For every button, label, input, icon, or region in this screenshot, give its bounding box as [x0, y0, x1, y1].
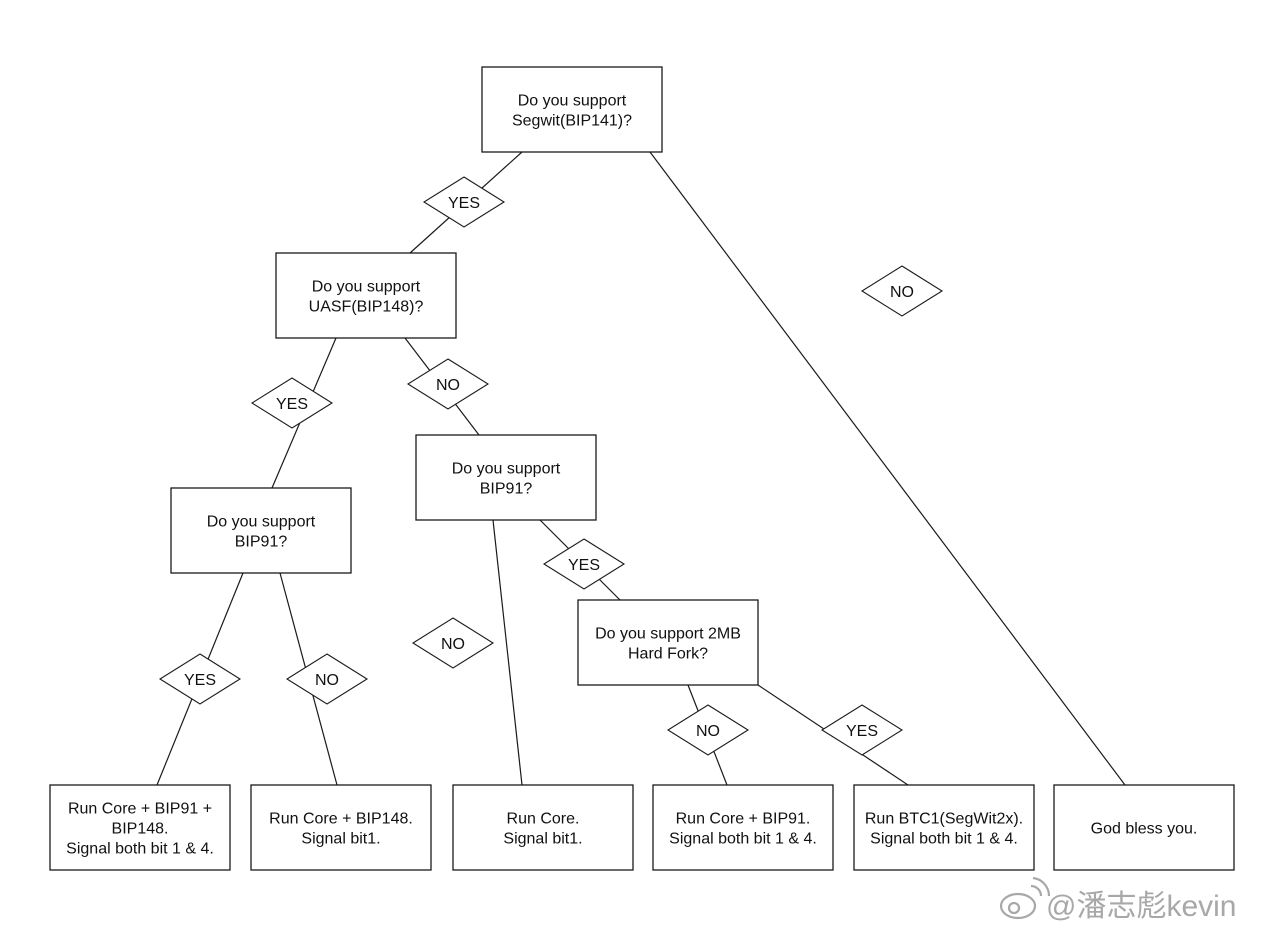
- node-box: [577, 599, 759, 686]
- decision-diamond: [542, 538, 626, 590]
- edge-label-text: YES: [846, 723, 878, 740]
- edge-label-text: NO: [436, 377, 460, 394]
- node-box: [481, 66, 663, 153]
- result-node-r-core-bip91-bip148: Run Core + BIP91 + BIP148. Signal both bit…: [49, 784, 231, 871]
- edge-label-text: YES: [568, 557, 600, 574]
- node-box: [1053, 784, 1235, 871]
- connector-q-segwit-to-r-god: [649, 151, 1126, 786]
- edge-label-q-uasf-to-q-bip91-mid: NO: [406, 358, 490, 410]
- node-box: [170, 487, 352, 574]
- edge-label-text: NO: [315, 672, 339, 689]
- watermark: @潘志彪kevin: [999, 876, 1237, 923]
- node-box: [275, 252, 457, 339]
- node-text-line: UASF(BIP148)?: [309, 299, 424, 316]
- edge-label-text: NO: [890, 284, 914, 301]
- node-text-line: Segwit(BIP141)?: [512, 113, 632, 130]
- question-node-q-2mb: Do you support 2MB Hard Fork?: [577, 599, 759, 686]
- decision-diamond: [666, 704, 750, 756]
- edge-label-text: YES: [184, 672, 216, 689]
- node-text-line: Run BTC1(SegWit2x).: [865, 811, 1023, 828]
- edge-label-text: YES: [276, 396, 308, 413]
- weibo-logo-icon: [999, 876, 1051, 920]
- node-text-line: Run Core + BIP91.: [676, 811, 811, 828]
- decision-diamond: [250, 377, 334, 429]
- edge-label-text: NO: [441, 636, 465, 653]
- decision-diamond: [860, 265, 944, 317]
- result-node-r-btc1: Run BTC1(SegWit2x). Signal both bit 1 & 4…: [853, 784, 1035, 871]
- result-node-r-core-bip148: Run Core + BIP148. Signal bit1.: [250, 784, 432, 871]
- node-text-line: Signal bit1.: [503, 831, 582, 848]
- node-text-line: Run Core + BIP91 +: [68, 801, 212, 818]
- node-box: [652, 784, 834, 871]
- connector-lines: [156, 151, 1126, 786]
- node-text-line: Run Core.: [507, 811, 580, 828]
- node-text-line: Do you support: [452, 461, 561, 478]
- edge-label-text: NO: [696, 723, 720, 740]
- node-text-line: God bless you.: [1091, 821, 1198, 838]
- edge-label-q-2mb-to-r-btc1: YES: [820, 704, 904, 756]
- node-text-line: Signal both bit 1 & 4.: [669, 831, 817, 848]
- decision-diamond: [158, 653, 242, 705]
- node-box: [250, 784, 432, 871]
- node-text-line: Signal both bit 1 & 4.: [66, 841, 214, 858]
- edge-label-q-bip91-mid-to-q-2mb: YES: [542, 538, 626, 590]
- node-box: [415, 434, 597, 521]
- edge-label-q-2mb-to-r-core-bip91: NO: [666, 704, 750, 756]
- node-text-line: Do you support 2MB: [595, 626, 741, 643]
- result-node-r-core-bip91: Run Core + BIP91. Signal both bit 1 & 4.: [652, 784, 834, 871]
- node-box: [49, 784, 231, 871]
- edge-label-q-bip91-left-to-r-core-bip148: NO: [285, 653, 369, 705]
- node-text-line: BIP91?: [235, 534, 288, 551]
- node-text-line: Do you support: [207, 514, 316, 531]
- node-text-line: Signal bit1.: [301, 831, 380, 848]
- node-text-line: Signal both bit 1 & 4.: [870, 831, 1018, 848]
- edge-label-q-segwit-to-r-god: NO: [860, 265, 944, 317]
- result-node-r-core: Run Core. Signal bit1.: [452, 784, 634, 871]
- edge-label-q-uasf-to-q-bip91-left: YES: [250, 377, 334, 429]
- watermark-text: @潘志彪kevin: [1046, 890, 1237, 923]
- decision-diamond: [422, 176, 506, 228]
- edge-label-text: YES: [448, 195, 480, 212]
- node-text-line: Do you support: [518, 93, 627, 110]
- node-box: [853, 784, 1035, 871]
- edge-label-q-bip91-left-to-r-core-bip91-bip148: YES: [158, 653, 242, 705]
- node-text-line: BIP148.: [112, 821, 169, 838]
- node-text-line: Do you support: [312, 279, 421, 296]
- decision-diamond: [820, 704, 904, 756]
- edge-label-q-segwit-to-q-uasf: YES: [422, 176, 506, 228]
- edge-label-q-bip91-mid-to-r-core: NO: [411, 617, 495, 669]
- node-box: [452, 784, 634, 871]
- connector-q-bip91-mid-to-r-core: [492, 519, 523, 786]
- node-text-line: Run Core + BIP148.: [269, 811, 413, 828]
- decision-diamond: [411, 617, 495, 669]
- decision-diamond: [406, 358, 490, 410]
- node-text-line: Hard Fork?: [628, 646, 708, 663]
- node-text-line: BIP91?: [480, 481, 533, 498]
- edge-labels: YES NO YES NO YES NO NO YES NO YES: [158, 176, 944, 756]
- result-node-r-god: God bless you.: [1053, 784, 1235, 871]
- decision-diamond: [285, 653, 369, 705]
